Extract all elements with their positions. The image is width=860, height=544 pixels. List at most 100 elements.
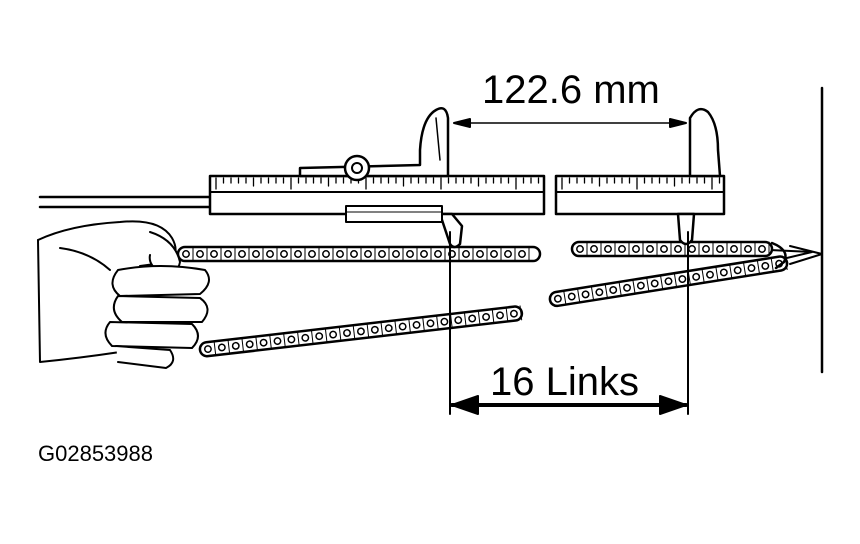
chain-link-plate (701, 268, 705, 284)
chain-link-plate (283, 332, 286, 348)
chain-link-pin (518, 250, 526, 258)
chain-link-pin (761, 261, 770, 270)
chain-link-pin (664, 277, 673, 286)
chain-link-pin (623, 283, 631, 292)
chain-link-pin (590, 245, 598, 253)
caliper-lower-jaw-right (676, 212, 696, 246)
chain-link-pin (496, 311, 504, 320)
chain-link-pin (504, 250, 512, 258)
chain-link-pin (595, 288, 604, 297)
chain-link-pin (747, 264, 756, 273)
chain-link-plate (646, 277, 650, 292)
chain-link-pin (224, 250, 232, 258)
chain-link-pin (440, 317, 449, 326)
chain-link-pin (744, 245, 752, 253)
links-dimension-arrow (450, 395, 688, 415)
chain-link-pin (692, 272, 701, 281)
chain-link-plate (505, 307, 509, 322)
chain-link-pin (217, 343, 226, 352)
chain-link-pin (581, 290, 590, 299)
figure-id-label: G02853988 (38, 441, 153, 466)
chain-link-pin (454, 316, 463, 325)
chain-link-pin (604, 245, 612, 253)
chain-link-pin (350, 250, 358, 258)
chain-link-plate (408, 318, 411, 334)
chain-link-pin (398, 322, 407, 331)
chain-link-pin (273, 337, 282, 345)
chain-link-pin (406, 250, 414, 258)
chain-tail (770, 241, 787, 270)
chain-link-pin (336, 250, 344, 258)
chain-link-plate (338, 326, 342, 342)
caliper-beam-right (554, 174, 726, 216)
chain-link-plate (756, 259, 760, 275)
chain-link-pin (553, 294, 562, 303)
chain-link-pin (210, 250, 218, 258)
chain-link-plate (310, 329, 314, 345)
chain-link-pin (322, 250, 330, 258)
chain-link-pin (356, 327, 365, 336)
chain-link-plate (269, 334, 272, 350)
chain-link-pin (182, 250, 190, 258)
chain-link-pin (636, 281, 645, 290)
caliper-fixed-jaw (688, 107, 722, 178)
chain-link-pin (646, 245, 654, 253)
chain-link-pin (733, 266, 742, 275)
chain-link-plate (352, 324, 356, 340)
chain-link-pin (420, 250, 428, 258)
chain-link-plate (366, 323, 370, 339)
chain-link-pin (392, 250, 400, 258)
chain-link-pin (476, 250, 484, 258)
chain-link-plate (618, 281, 622, 297)
chain-link-pin (650, 279, 659, 288)
chain-link-pin (490, 250, 498, 258)
chain-link-plate (380, 321, 384, 337)
links-count-label: 16 Links (490, 360, 639, 404)
chain-link-pin (287, 335, 296, 344)
chain-link-pin (294, 250, 302, 258)
chain-link-pin (468, 314, 477, 323)
chain-link-plate (632, 279, 636, 295)
chain-link-pin (231, 341, 240, 350)
chain-link-plate (491, 308, 495, 324)
chain-link-pin (758, 245, 766, 253)
chain-link-pin (576, 245, 584, 253)
chain-link-pin (719, 268, 728, 277)
chain-link-pin (378, 250, 386, 258)
chain-link-plate (213, 340, 217, 356)
chain-link-pin (632, 245, 640, 253)
chain-link-plate (519, 305, 523, 321)
chain-link-pin (482, 312, 491, 321)
chain-link-pin (203, 345, 212, 354)
chain-link-plate (660, 274, 664, 290)
chain-link-plate (422, 316, 425, 332)
chain-link-pin (567, 292, 576, 301)
chain-link-pin (702, 245, 710, 253)
chain-link-plate (715, 266, 719, 281)
chain-link-pin (384, 324, 393, 333)
chain-link-plate (770, 257, 774, 273)
chain-link-plate (577, 288, 581, 303)
caliper-vernier-slider (345, 205, 443, 223)
caliper-sliding-jaw (298, 107, 450, 178)
chain-link-plate (673, 272, 678, 288)
chain-link-pin (364, 250, 372, 258)
chain-link-plate (436, 315, 439, 330)
chain-link-pin (426, 319, 435, 328)
chain-link-pin (308, 250, 316, 258)
chain-link-plate (324, 327, 328, 343)
chain-link-plate (241, 337, 245, 353)
chain-link-pin (716, 245, 724, 253)
chain-link-plate (604, 283, 608, 299)
chain-link-plate (463, 311, 467, 327)
chain-link-pin (245, 340, 254, 349)
measurement-label: 122.6 mm (482, 68, 660, 112)
timing-chain-right-segment (570, 240, 774, 258)
timing-chain-lower-right-segment (548, 255, 789, 308)
chain-link-plate (394, 319, 397, 335)
chain-link-pin (266, 250, 274, 258)
chain-link-pin (618, 245, 626, 253)
chain-link-pin (448, 250, 456, 258)
